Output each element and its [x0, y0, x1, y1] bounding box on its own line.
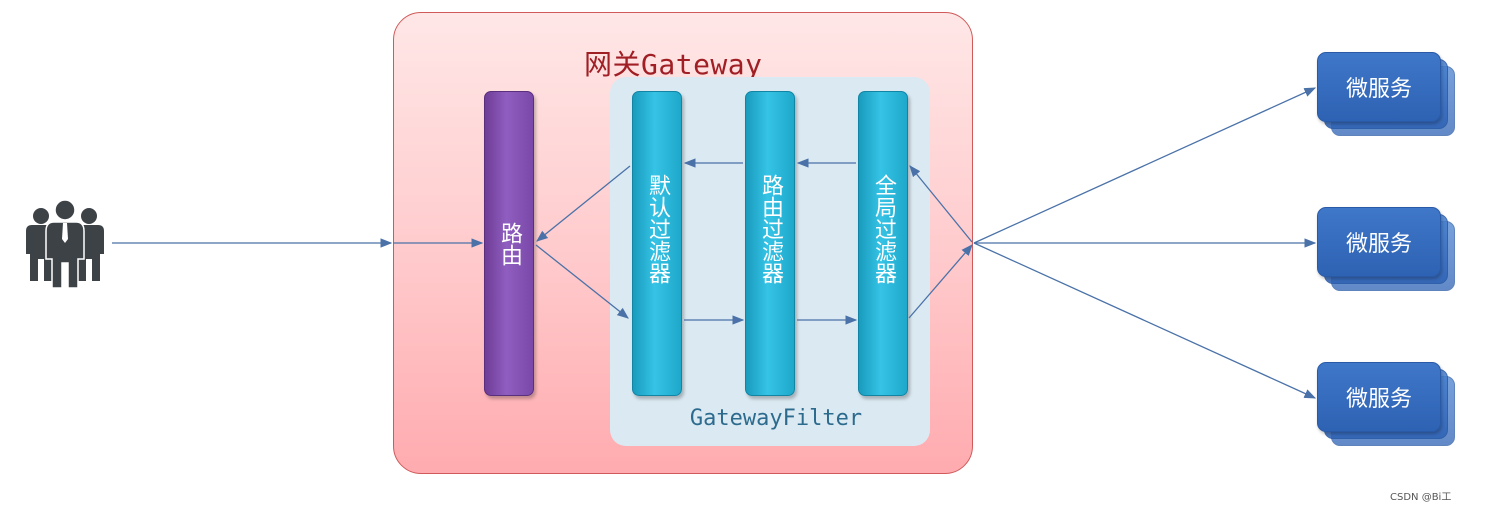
- routing-bar: 路由: [484, 91, 534, 396]
- microservice-node: 微服务: [1317, 52, 1455, 136]
- microservice-node: 微服务: [1317, 207, 1455, 291]
- microservice-label: 微服务: [1317, 207, 1441, 277]
- watermark-text: CSDN @Bi工: [1390, 492, 1452, 503]
- global-filter-bar: 全局过滤器: [858, 91, 908, 396]
- routing-label: 路由: [497, 221, 522, 266]
- default-filter-bar: 默认过滤器: [632, 91, 682, 396]
- gateway-filter-label: GatewayFilter: [689, 406, 863, 431]
- microservice-node: 微服务: [1317, 362, 1455, 446]
- users-group-icon: [26, 199, 104, 289]
- route-filter-label: 路由过滤器: [758, 173, 783, 284]
- microservice-label: 微服务: [1317, 362, 1441, 432]
- default-filter-label: 默认过滤器: [645, 173, 670, 284]
- microservice-label: 微服务: [1317, 52, 1441, 122]
- dispatch-to-service-bottom-arrow: [973, 242, 1317, 399]
- route-filter-bar: 路由过滤器: [745, 91, 795, 396]
- dispatch-to-service-top-arrow: [973, 87, 1317, 244]
- gateway-title: 网关Gateway: [584, 48, 763, 81]
- global-filter-label: 全局过滤器: [871, 173, 896, 284]
